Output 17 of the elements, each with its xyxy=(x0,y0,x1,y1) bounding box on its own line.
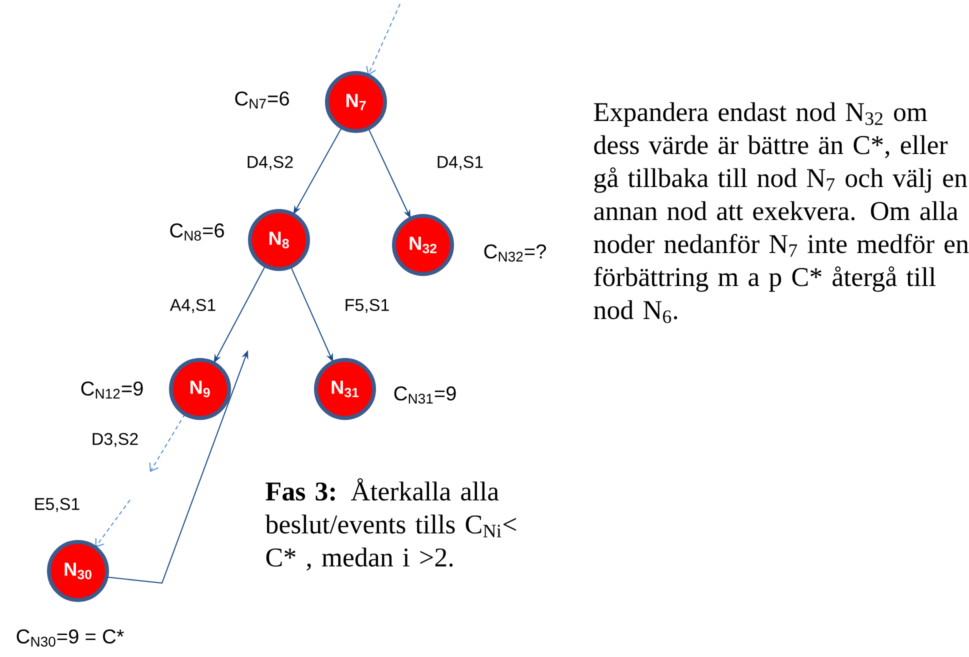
arrow xyxy=(366,4,400,76)
cost-label: C$_{N8}$=6 xyxy=(170,223,224,241)
arrow xyxy=(95,500,130,548)
edge-label: D4,S1 xyxy=(438,156,483,170)
cost-label: C$_{N31}$=9 xyxy=(394,386,456,404)
edge-label: E5,S1 xyxy=(35,498,80,512)
edge-label: F5,S1 xyxy=(346,298,389,314)
edge-label: A4,S1 xyxy=(170,298,216,314)
note-text: Expandera endast nod N$_{32}$ om dess värde är bättre än C*, eller gå tillbaka till nod N$_{7}$ och välj en annan nod att exekvera. Om alla noder nedanför N$_{7}$ inte medför en förbättring m a p C* återgå till nod N$_{6}$. xyxy=(594,102,969,324)
note-text: Fas 3: Återkalla alla beslut/events tills C$_{Ni}$< C* , medan i >2. xyxy=(265,478,516,570)
edge-label: D4,S2 xyxy=(248,156,293,170)
cost-label: C$_{N32}$=? xyxy=(484,244,546,262)
arrow xyxy=(149,414,186,472)
cost-label: C$_{N12}$=9 xyxy=(81,381,143,399)
cost-label: C$_{N7}$=6 xyxy=(235,91,289,109)
cost-label: C$_{N30}$=9 = C* xyxy=(16,629,124,647)
edge-label: D3,S2 xyxy=(92,432,138,448)
